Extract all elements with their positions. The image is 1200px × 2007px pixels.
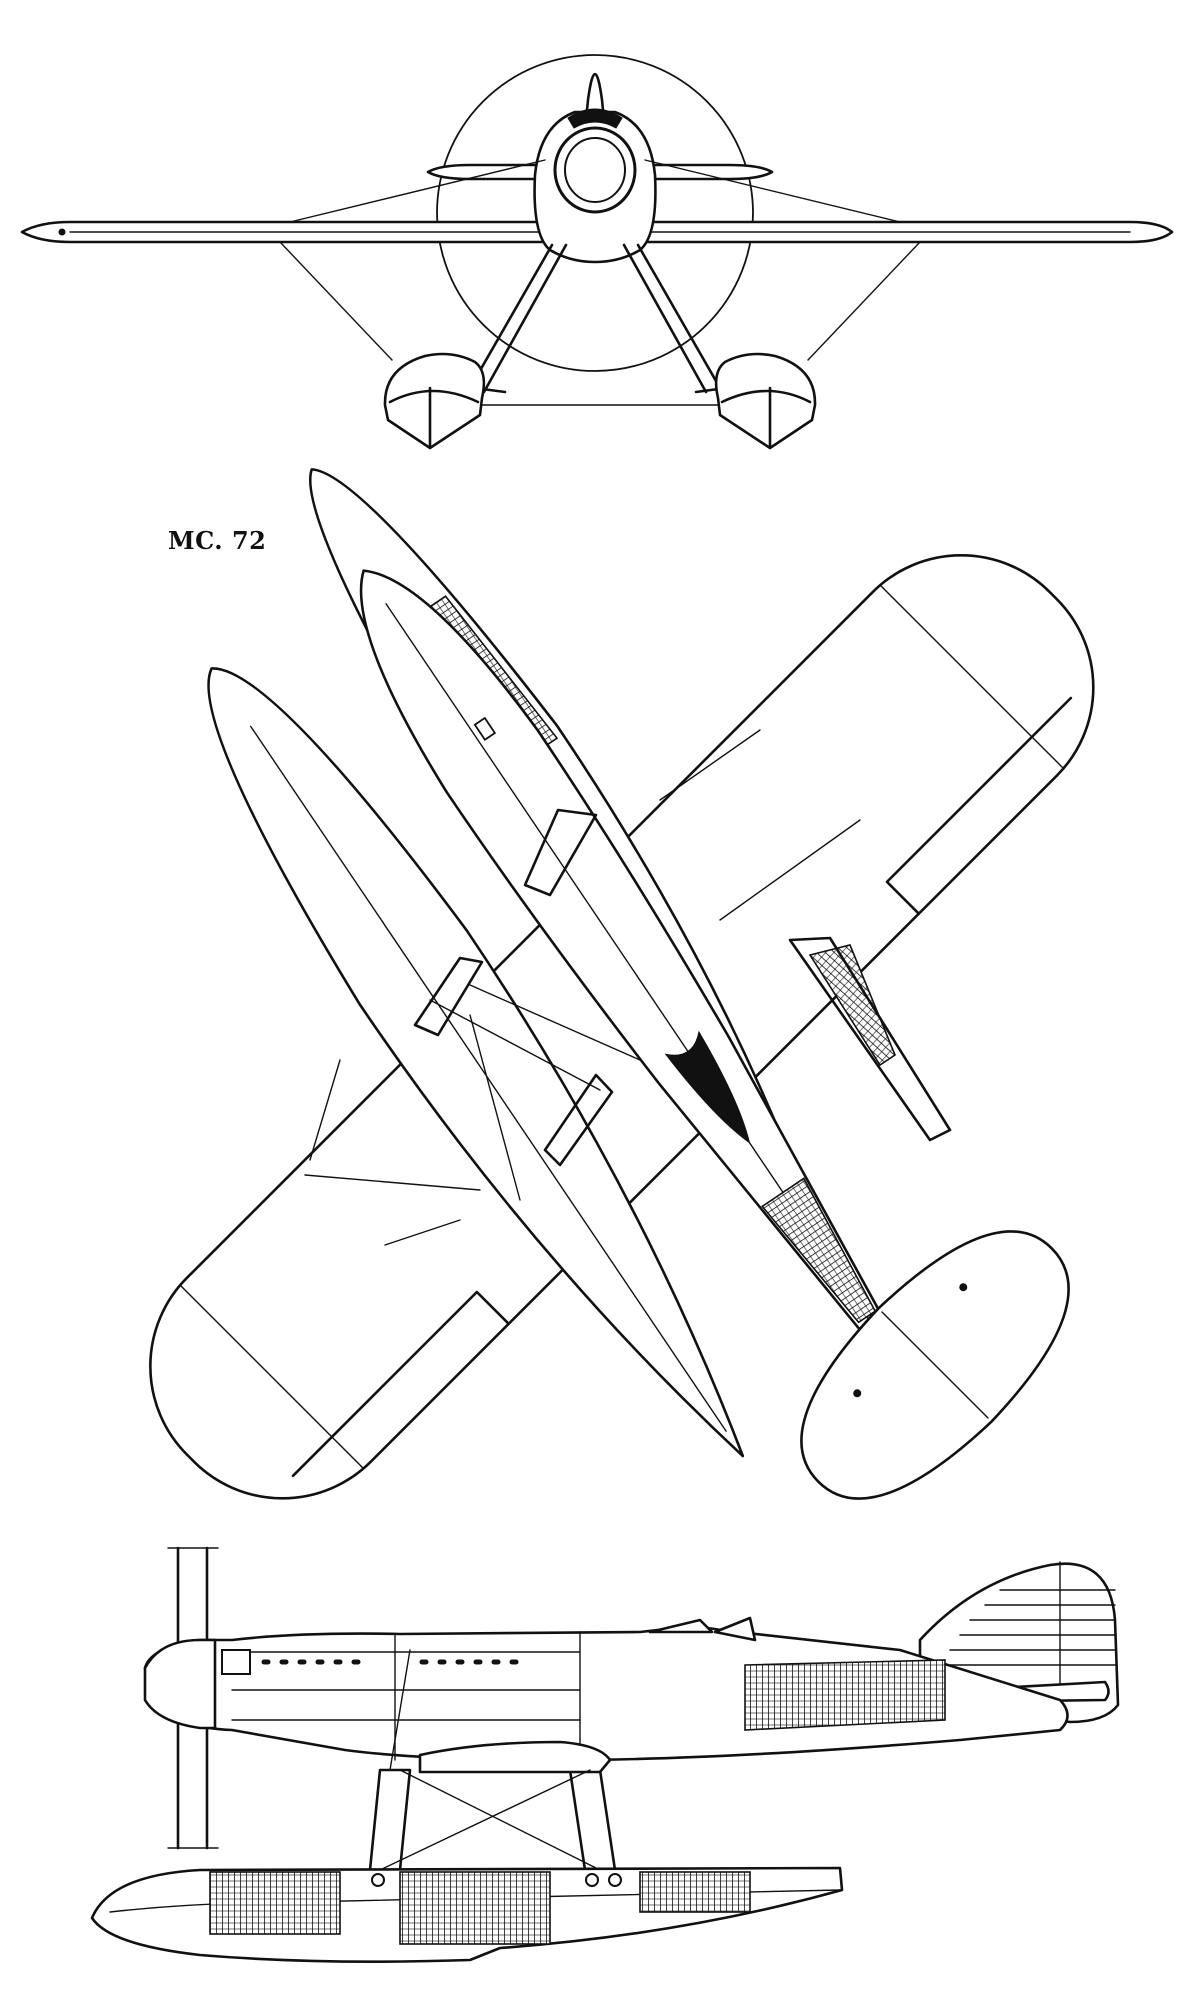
side-view <box>90 1546 1120 1963</box>
side-fuselage <box>143 1626 1069 1762</box>
front-left-float <box>383 352 486 450</box>
aircraft-designation: MC. 72 <box>168 526 267 555</box>
front-view <box>20 54 1174 450</box>
propeller-disc <box>436 54 754 372</box>
front-right-float <box>714 352 817 450</box>
plan-view <box>149 468 1095 1500</box>
